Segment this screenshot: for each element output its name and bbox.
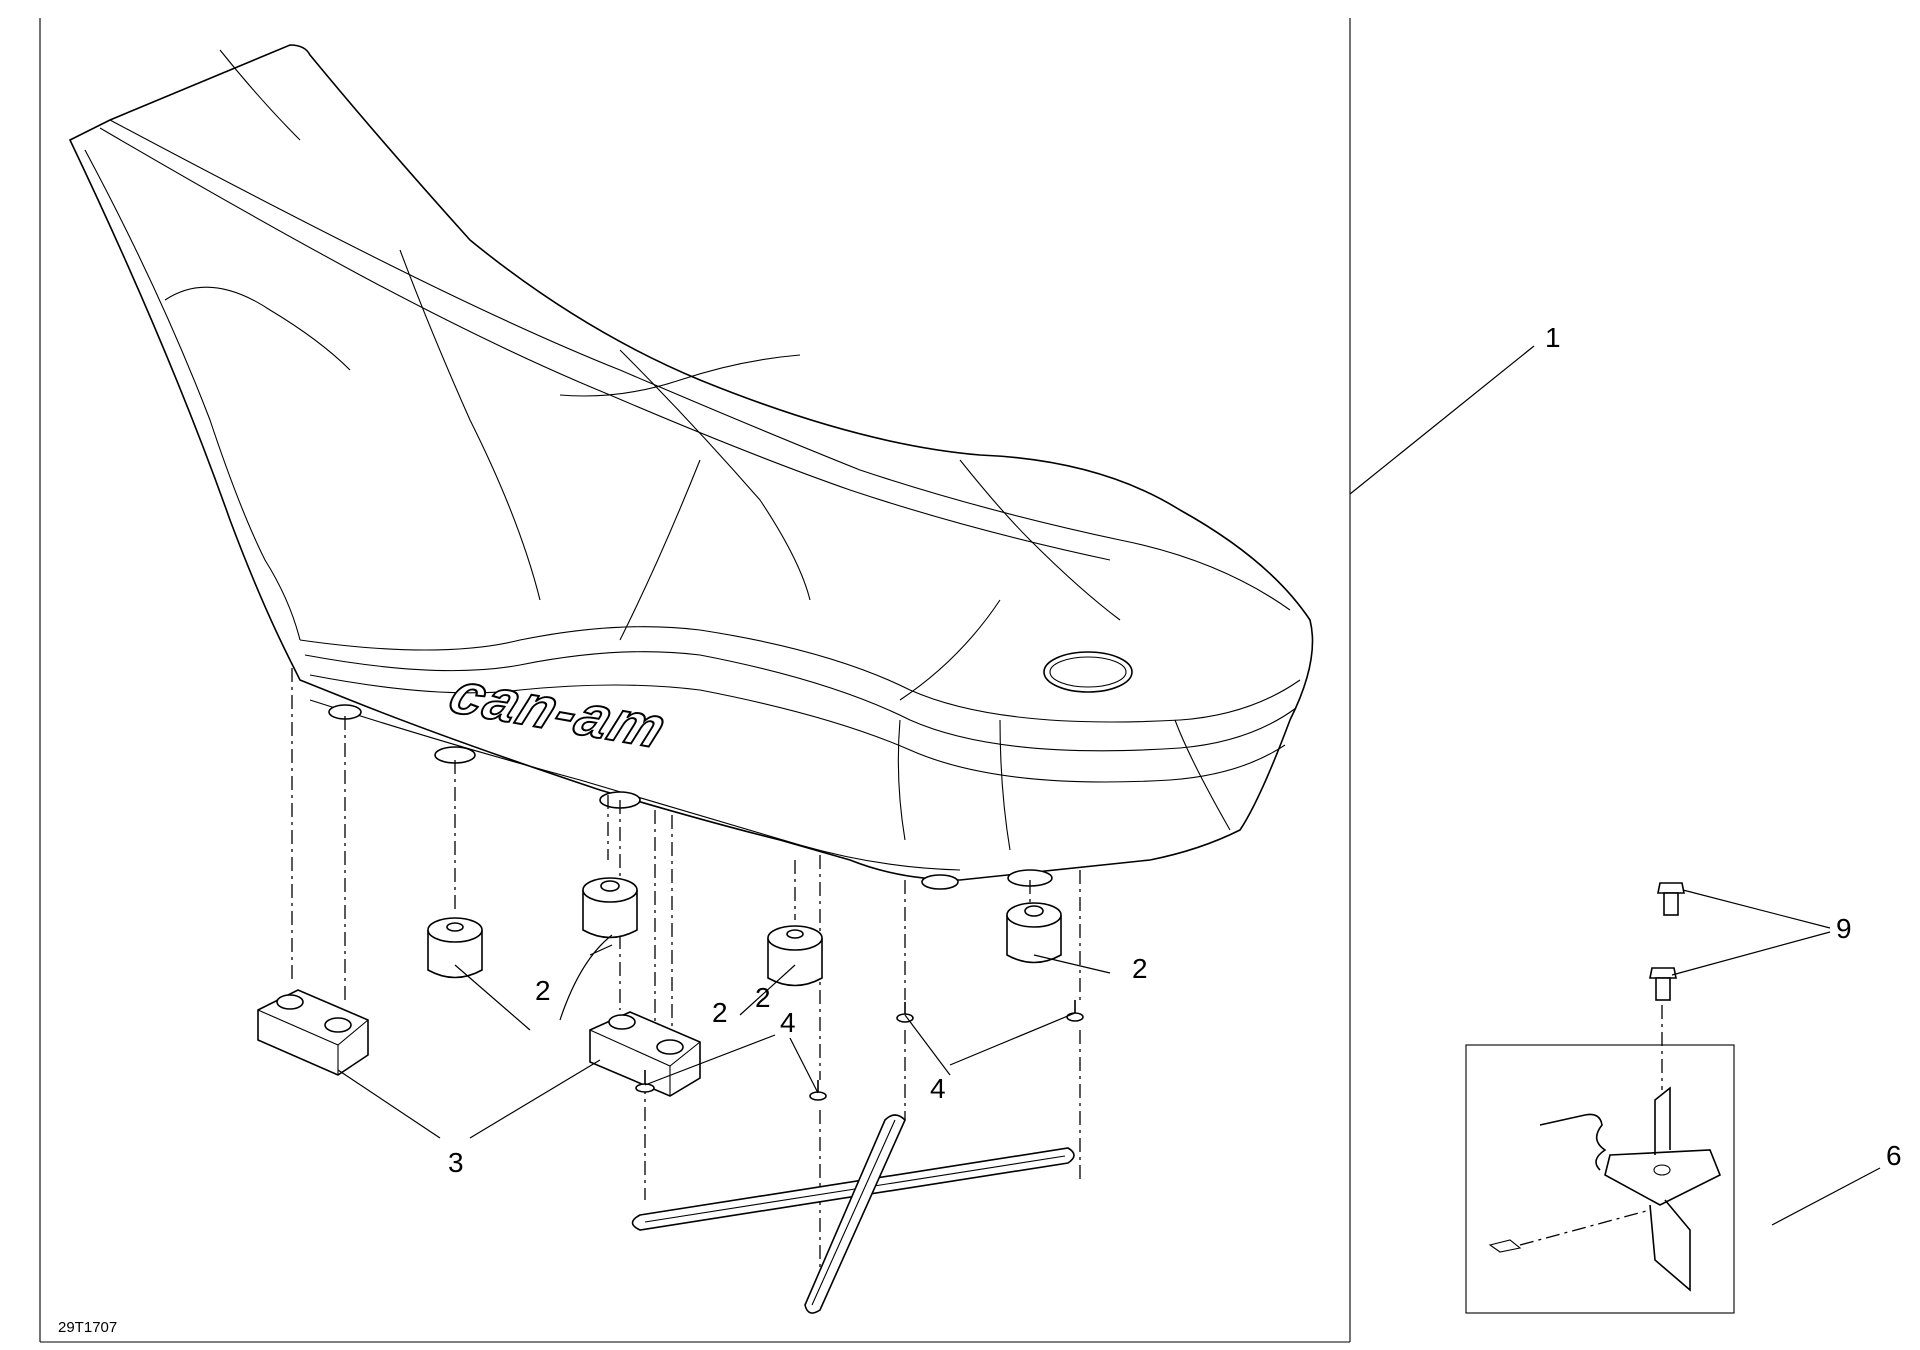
assembly-lines — [291, 668, 1081, 1300]
seat-logo: can-am — [441, 662, 677, 760]
callout-bumper-left: 2 — [535, 975, 551, 1006]
straps — [631, 1114, 1075, 1314]
spacer-block-left — [257, 989, 369, 1076]
rivets — [635, 1000, 1084, 1101]
callout-rivet-left: 4 — [780, 1007, 796, 1038]
bumper-mid-left — [582, 877, 638, 939]
bumper-right — [1006, 902, 1062, 964]
seat: can-am — [68, 44, 1314, 881]
bumper-left — [427, 917, 483, 979]
callout-bumper-mid: 2 — [755, 982, 771, 1013]
latch-inset — [1465, 1005, 1735, 1314]
drawing-id: 29T1707 — [58, 1319, 117, 1336]
callout-latch-bolt: 9 — [1836, 913, 1852, 944]
main-frame — [39, 18, 1351, 1343]
leader-lines — [337, 345, 1881, 1226]
callout-seat: 1 — [1545, 322, 1561, 353]
callout-latch-assembly: 6 — [1886, 1140, 1902, 1171]
callout-bumper-mid-left: 2 — [712, 997, 728, 1028]
seat-underside-mounts — [328, 704, 1053, 890]
bumper-mid — [767, 925, 823, 987]
callout-spacer-block: 3 — [448, 1147, 464, 1178]
callout-bumper-right: 2 — [1132, 953, 1148, 984]
latch-bolts — [1649, 882, 1685, 1001]
callout-rivet-right: 4 — [930, 1073, 946, 1104]
